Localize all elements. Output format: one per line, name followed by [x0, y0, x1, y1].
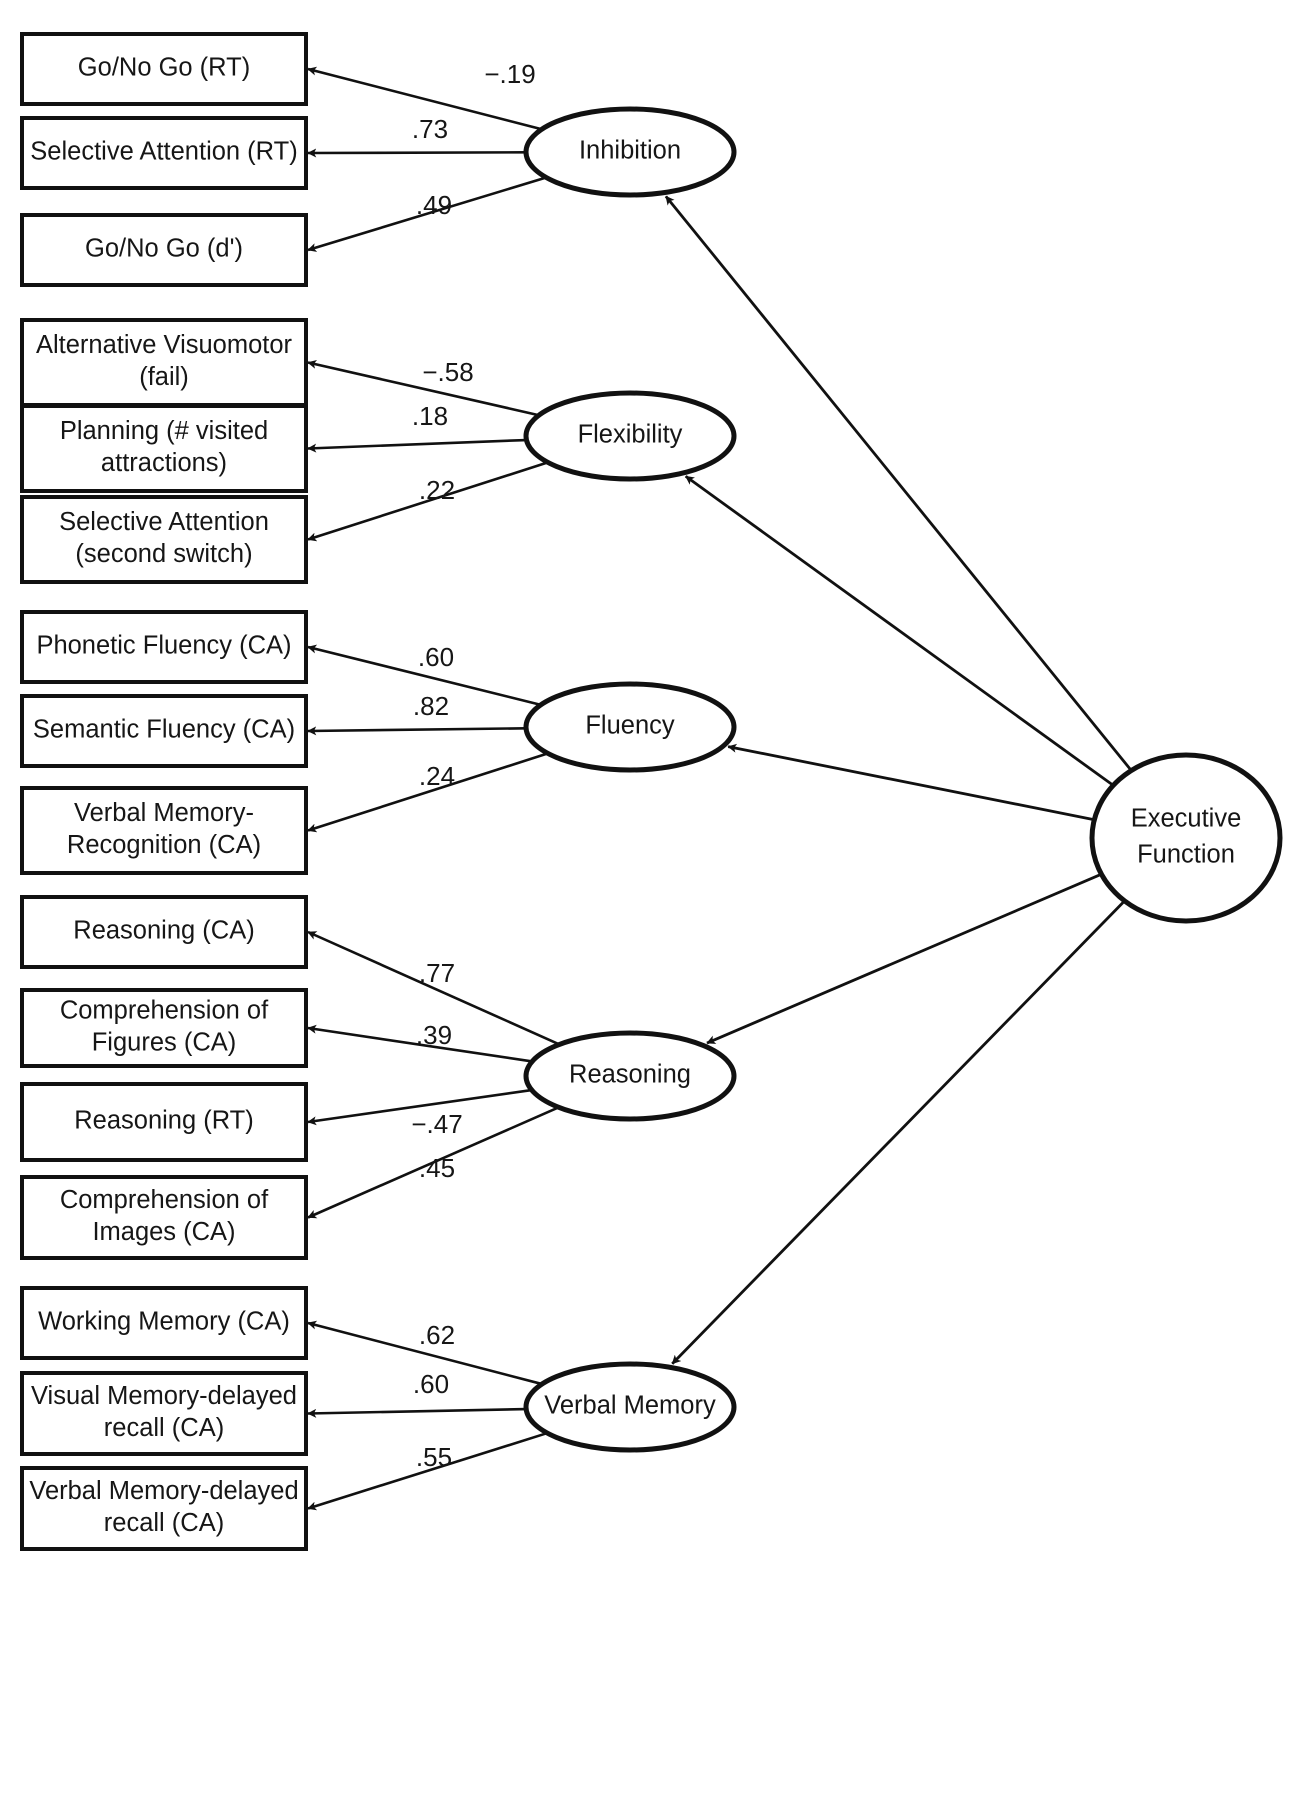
indicator-label: (fail)	[139, 363, 189, 391]
latent-factor-label: Reasoning	[569, 1061, 691, 1089]
loading-value-reasoning-ca: .77	[419, 958, 455, 988]
loading-arrow-verbal-memory-delayed	[307, 1431, 548, 1511]
indicator-label: Alternative Visuomotor	[36, 331, 293, 359]
loading-arrow-alternative-visuomotor-fail	[307, 359, 540, 417]
latent-factor-inhibition: Inhibition	[523, 106, 737, 198]
indicator-box-go-no-go-rt: Go/No Go (RT)	[20, 32, 308, 106]
indicator-label: Selective Attention (RT)	[30, 138, 297, 166]
indicator-label: Planning (# visited	[60, 417, 268, 445]
indicator-box-go-no-go-dprime: Go/No Go (d')	[20, 213, 308, 287]
indicator-box-semantic-fluency: Semantic Fluency (CA)	[20, 694, 308, 768]
second-order-arrow-inhibition	[664, 195, 1133, 772]
loading-value-phonetic-fluency: .60	[418, 642, 454, 672]
loading-value-selective-attention-rt: .73	[412, 114, 448, 144]
indicator-label: Visual Memory-delayed	[31, 1382, 297, 1410]
loading-arrow-working-memory	[307, 1320, 543, 1386]
latent-factor-label: Fluency	[585, 712, 675, 740]
indicator-label: Recognition (CA)	[67, 831, 261, 859]
loading-labels-layer: −.19 .73 .49 −.58 .18 .22 .60 .82 .24 .77 .39 −.47.…	[411, 59, 535, 1472]
indicator-box-verbal-memory-recognition: Verbal Memory- Recognition (CA)	[20, 786, 308, 875]
indicator-label: attractions)	[101, 449, 227, 477]
indicator-label: Reasoning (CA)	[73, 917, 254, 945]
indicator-box-phonetic-fluency: Phonetic Fluency (CA)	[20, 610, 308, 684]
latent-factor-reasoning: Reasoning	[523, 1030, 737, 1122]
indicator-box-visual-memory-delayed: Visual Memory-delayed recall (CA)	[20, 1371, 308, 1456]
indicator-box-verbal-memory-delayed: Verbal Memory-delayed recall (CA)	[20, 1466, 308, 1551]
higher-order-factor-label: Executive	[1131, 805, 1242, 833]
indicator-box-alternative-visuomotor-fail: Alternative Visuomotor (fail)	[20, 318, 308, 407]
latent-factor-verbal-memory: Verbal Memory	[523, 1361, 737, 1453]
loading-arrow-reasoning-rt	[307, 1088, 532, 1126]
higher-order-factor-label: Function	[1137, 841, 1235, 869]
loading-arrow-phonetic-fluency	[307, 644, 542, 707]
loading-value-go-no-go-dprime: .49	[416, 190, 452, 220]
loading-arrow-semantic-fluency	[307, 726, 527, 736]
loading-arrow-go-no-go-rt	[307, 66, 543, 131]
indicator-label: Go/No Go (d')	[85, 235, 243, 263]
indicator-label: recall (CA)	[104, 1509, 224, 1537]
indicator-label: Working Memory (CA)	[38, 1308, 290, 1336]
loading-arrow-go-no-go-dprime	[307, 176, 547, 252]
loading-value-reasoning-rt: −.47	[411, 1109, 462, 1139]
loading-value-semantic-fluency: .82	[413, 691, 449, 721]
indicator-label: Figures (CA)	[92, 1029, 237, 1057]
loading-value-working-memory: .62	[419, 1320, 455, 1350]
loading-arrow-comprehension-figures	[307, 1024, 533, 1063]
latent-factor-flexibility: Flexibility	[523, 390, 737, 482]
indicator-box-working-memory: Working Memory (CA)	[20, 1286, 308, 1360]
second-order-arrow-reasoning	[706, 872, 1102, 1045]
latent-factor-label: Flexibility	[578, 421, 683, 449]
second-order-arrow-flexibility	[684, 475, 1115, 787]
indicator-box-selective-attention-rt: Selective Attention (RT)	[20, 116, 308, 190]
indicator-label: Comprehension of	[60, 997, 269, 1025]
indicator-label: Comprehension of	[60, 1186, 269, 1214]
indicator-label: Images (CA)	[92, 1218, 235, 1246]
loading-arrow-verbal-memory-recognition	[307, 752, 549, 833]
loading-value-comprehension-figures: .39	[416, 1020, 452, 1050]
indicator-label: Verbal Memory-	[74, 799, 254, 827]
loading-value-comprehension-images: .45	[419, 1153, 455, 1183]
loading-value-alternative-visuomotor-fail: −.58	[422, 357, 473, 387]
indicator-box-comprehension-figures: Comprehension of Figures (CA)	[20, 988, 308, 1068]
latent-factor-label: Verbal Memory	[544, 1392, 716, 1420]
loading-arrow-selective-attention-switch	[307, 461, 549, 542]
latent-factor-fluency: Fluency	[523, 681, 737, 773]
indicator-label: Selective Attention	[59, 508, 269, 536]
loading-arrow-planning-visited	[307, 438, 527, 453]
loading-value-selective-attention-switch: .22	[419, 475, 455, 505]
indicator-label: Phonetic Fluency (CA)	[36, 632, 291, 660]
loading-arrow-reasoning-ca	[307, 930, 560, 1046]
indicator-box-reasoning-ca: Reasoning (CA)	[20, 895, 308, 969]
second-order-arrow-verbal-memory	[671, 899, 1126, 1365]
indicator-label: recall (CA)	[104, 1414, 224, 1442]
indicator-label: Go/No Go (RT)	[78, 54, 250, 82]
indicator-box-reasoning-rt: Reasoning (RT)	[20, 1082, 308, 1162]
loading-arrow-comprehension-images	[307, 1106, 560, 1219]
indicator-boxes-layer: Go/No Go (RT) Selective Attention (RT) Go/…	[20, 32, 308, 1551]
indicator-box-planning-visited: Planning (# visited attractions)	[20, 404, 308, 493]
indicator-label: Reasoning (RT)	[74, 1107, 254, 1135]
path-arrows-layer	[307, 66, 1133, 1511]
loading-value-go-no-go-rt: −.19	[484, 59, 535, 89]
indicator-label: (second switch)	[75, 540, 252, 568]
loading-arrow-visual-memory-delayed	[307, 1407, 527, 1418]
indicator-box-selective-attention-switch: Selective Attention (second switch)	[20, 495, 308, 584]
loading-value-visual-memory-delayed: .60	[413, 1369, 449, 1399]
loading-value-planning-visited: .18	[412, 401, 448, 431]
indicator-label: Semantic Fluency (CA)	[33, 716, 295, 744]
second-order-arrow-fluency	[727, 743, 1095, 822]
loading-value-verbal-memory-delayed: .55	[416, 1442, 452, 1472]
loading-value-verbal-memory-recognition: .24	[419, 761, 455, 791]
indicator-label: Verbal Memory-delayed	[29, 1477, 298, 1505]
loading-arrow-selective-attention-rt	[307, 148, 527, 158]
latent-factors-layer: InhibitionFlexibilityFluencyReasoningVer…	[523, 106, 1283, 1453]
latent-factor-label: Inhibition	[579, 137, 681, 165]
indicator-box-comprehension-images: Comprehension of Images (CA)	[20, 1175, 308, 1260]
